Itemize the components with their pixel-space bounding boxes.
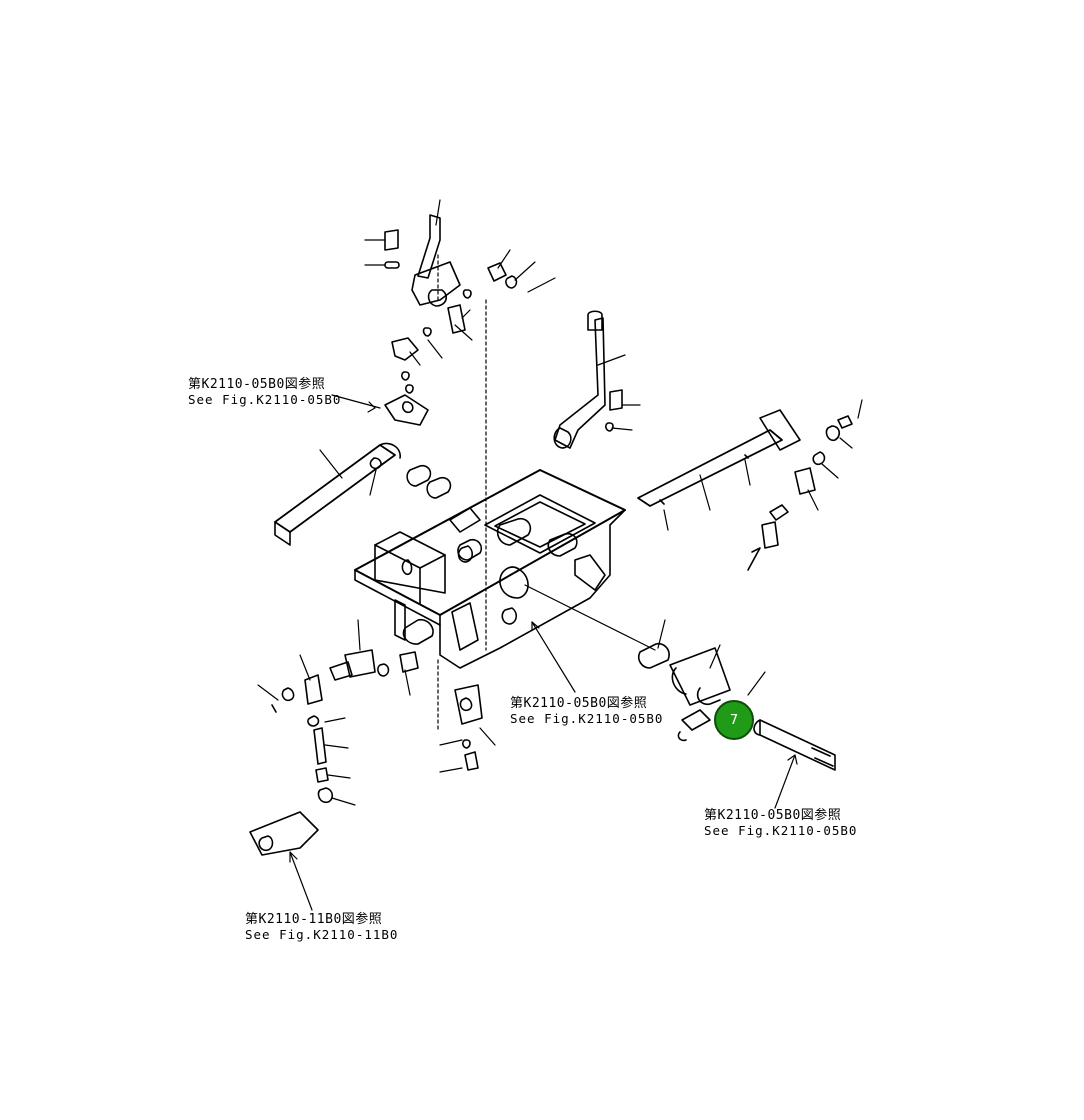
reference-note-en: See Fig.K2110-05B0: [510, 711, 664, 726]
reference-note-lower-left: 第K2110-11B0図参照 See Fig.K2110-11B0: [245, 913, 398, 942]
reference-note-jp: 第K2110-05B0図参照: [510, 696, 648, 711]
reference-note-en: See Fig.K2110-05B0: [188, 392, 342, 407]
reference-note-jp: 第K2110-05B0図参照: [188, 377, 326, 392]
shift-rods: [274, 310, 801, 546]
reference-note-en: See Fig.K2110-11B0: [245, 927, 399, 942]
lower-left-linkage: [249, 649, 483, 856]
reference-note-center: 第K2110-05B0図参照 See Fig.K2110-05B0: [510, 697, 663, 726]
transmission-case: [354, 469, 626, 669]
leader-lines: [257, 199, 863, 911]
bushings-and-collars: [402, 464, 836, 771]
reference-note-lower-right: 第K2110-05B0図参照 See Fig.K2110-05B0: [704, 809, 857, 838]
reference-note-upper-left: 第K2110-05B0図参照 See Fig.K2110-05B0: [188, 378, 341, 407]
reference-note-jp: 第K2110-11B0図参照: [245, 912, 383, 927]
reference-note-en: See Fig.K2110-05B0: [704, 823, 858, 838]
upper-lever-assembly: [369, 214, 853, 571]
reference-note-jp: 第K2110-05B0図参照: [704, 808, 842, 823]
part-callout-badge[interactable]: 7: [714, 700, 754, 740]
